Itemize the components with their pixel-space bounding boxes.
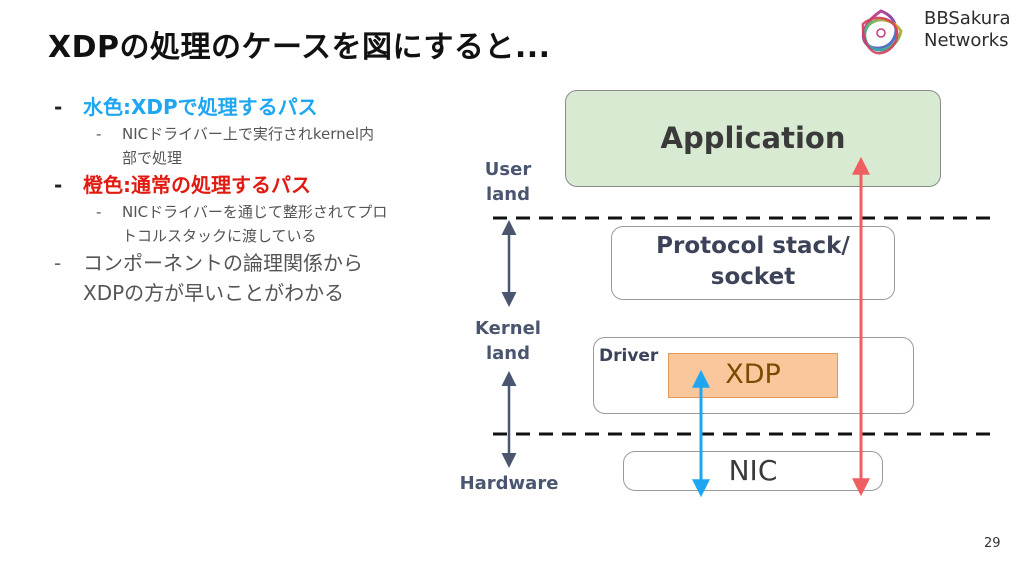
- bullet-item: - 水色:XDPで処理するパス: [54, 92, 474, 122]
- protocol-stack-line-2: socket: [710, 264, 796, 290]
- bullet-list: - 水色:XDPで処理するパス - NICドライバー上で実行されkernel内 …: [54, 92, 474, 308]
- xdp-box: XDP: [668, 353, 838, 398]
- bullet-text: 水色:XDPで処理するパス: [83, 95, 318, 119]
- logo-line-1: BBSakura: [924, 8, 1011, 29]
- bullet-text-line-1: コンポーネントの論理関係から: [83, 251, 363, 275]
- nic-label: NIC: [728, 454, 778, 487]
- bullet-text-line-2: XDPの方が早いことがわかる: [83, 281, 345, 305]
- user-land-line-2: land: [485, 184, 530, 205]
- logo-text: BBSakura Networks: [924, 8, 1011, 52]
- kernel-land-label: Kernel land: [470, 316, 546, 366]
- driver-label: Driver: [599, 346, 659, 366]
- nic-box: NIC: [623, 451, 883, 491]
- bullet-item: - 橙色:通常の処理するパス: [54, 170, 474, 200]
- bullet-dash: -: [96, 203, 102, 221]
- sub-bullet-text-line-2: トコルスタックに渡している: [122, 227, 317, 245]
- sub-bullet-item: - NICドライバーを通じて整形されてプロ: [54, 200, 474, 224]
- user-land-line-1: User: [484, 159, 532, 180]
- sub-bullet-item-continuation: トコルスタックに渡している: [54, 224, 474, 248]
- page-number: 29: [984, 536, 1001, 551]
- sub-bullet-text-line-1: NICドライバー上で実行されkernel内: [122, 125, 375, 143]
- bullet-dash: -: [96, 125, 102, 143]
- kernel-land-line-2: land: [485, 343, 530, 364]
- bbsakura-logo-icon: [861, 9, 903, 55]
- bullet-item-continuation: XDPの方が早いことがわかる: [54, 278, 474, 308]
- sub-bullet-item: - NICドライバー上で実行されkernel内: [54, 122, 474, 146]
- bullet-text: 橙色:通常の処理するパス: [83, 173, 311, 197]
- xdp-label: XDP: [725, 359, 781, 390]
- hardware-label: Hardware: [459, 473, 559, 494]
- protocol-stack-label: Protocol stack/ socket: [612, 231, 894, 293]
- application-label: Application: [660, 121, 846, 155]
- company-logo: BBSakura Networks: [854, 6, 1024, 60]
- sub-bullet-text-line-2: 部で処理: [122, 149, 183, 167]
- application-box: Application: [565, 90, 941, 187]
- protocol-stack-line-1: Protocol stack/: [656, 233, 850, 259]
- logo-line-2: Networks: [924, 30, 1009, 51]
- bullet-dash: -: [54, 251, 62, 275]
- sub-bullet-text-line-1: NICドライバーを通じて整形されてプロ: [122, 203, 388, 221]
- bullet-dash: -: [54, 173, 63, 197]
- kernel-land-line-1: Kernel: [475, 318, 541, 339]
- user-land-label: User land: [478, 157, 538, 207]
- bullet-item: - コンポーネントの論理関係から: [54, 248, 474, 278]
- slide-title: XDPの処理のケースを図にすると...: [48, 30, 551, 65]
- protocol-stack-box: Protocol stack/ socket: [611, 226, 895, 300]
- bullet-dash: -: [54, 95, 63, 119]
- sub-bullet-item-continuation: 部で処理: [54, 146, 474, 170]
